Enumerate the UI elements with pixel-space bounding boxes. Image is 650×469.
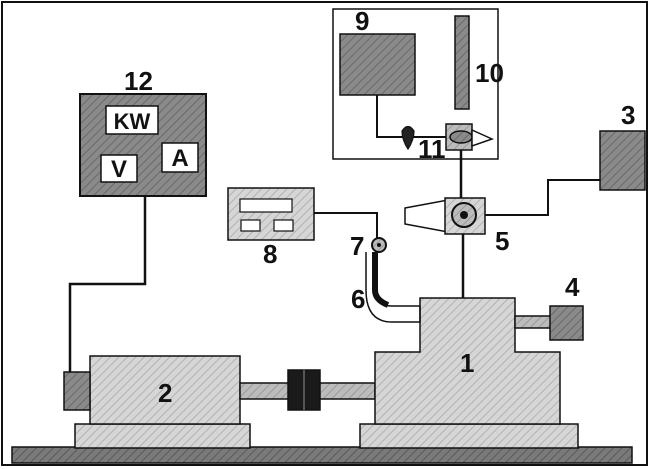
wire-9-to-sensor — [376, 95, 446, 138]
label-4: 4 — [565, 272, 580, 302]
label-3: 3 — [621, 100, 635, 130]
motor-terminal — [63, 371, 91, 411]
component-5 — [404, 197, 486, 235]
component-6-pipe-fill — [372, 252, 390, 308]
label-2: 2 — [158, 378, 172, 408]
component-8-display — [239, 198, 293, 213]
floor — [11, 446, 633, 464]
component-8-box — [227, 187, 315, 241]
motor-base — [74, 423, 251, 449]
main-unit-1 — [359, 297, 579, 449]
v-display — [100, 154, 138, 183]
component-8-button-left — [240, 219, 261, 232]
sensor-disk — [449, 130, 473, 144]
label-7: 7 — [350, 231, 364, 261]
component-9 — [339, 33, 416, 96]
side-shaft — [514, 315, 552, 329]
label-8: 8 — [263, 239, 277, 269]
component-5-hub — [460, 211, 468, 219]
label-11: 11 — [418, 134, 446, 164]
wire-5-to-3 — [485, 179, 600, 216]
kw-display — [105, 105, 159, 135]
component-8 — [227, 187, 315, 241]
sensor-tip — [471, 128, 495, 148]
power-meter-12: KW V A — [79, 93, 207, 197]
main-unit-base — [359, 423, 579, 449]
a-display — [161, 142, 199, 173]
meter-to-motor-wire — [68, 196, 147, 372]
component-4 — [549, 305, 584, 341]
main-unit-body — [374, 297, 561, 425]
component-11-valve — [401, 125, 415, 151]
label-6: 6 — [351, 284, 365, 314]
label-5: 5 — [495, 226, 509, 256]
label-9: 9 — [355, 6, 369, 36]
motor-body — [89, 355, 241, 425]
component-10-column — [454, 15, 470, 110]
label-1: 1 — [460, 348, 474, 378]
wire-8-to-7 — [314, 212, 378, 240]
label-10: 10 — [475, 58, 504, 88]
a-label: A — [171, 145, 188, 172]
component-3 — [599, 130, 646, 191]
v-label: V — [111, 156, 127, 183]
component-8-button-right — [273, 219, 294, 232]
kw-label: KW — [114, 109, 151, 134]
component-7-center — [377, 243, 381, 247]
label-12: 12 — [124, 66, 153, 96]
motor-2 — [63, 355, 251, 449]
